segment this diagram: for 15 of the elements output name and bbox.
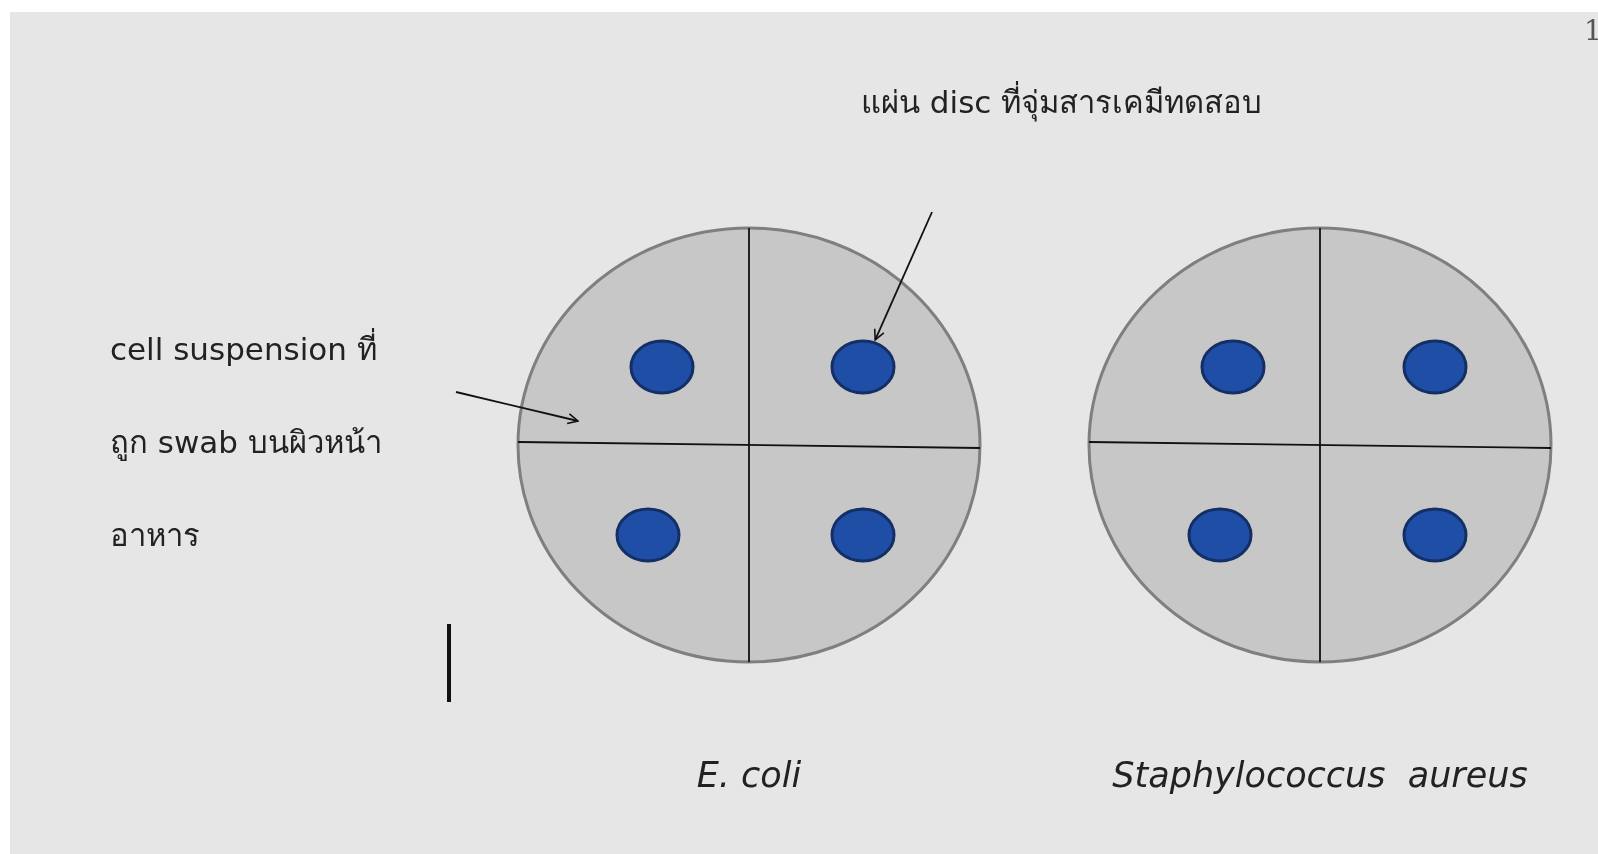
- test-disc: [629, 338, 696, 395]
- leader-arrow: [873, 211, 933, 341]
- test-disc: [1200, 338, 1267, 395]
- leader-arrow: [455, 391, 579, 425]
- test-disc: [1401, 338, 1468, 395]
- page-number: 1: [1584, 14, 1598, 47]
- species-label: Staphylococcus aureus: [1111, 755, 1529, 795]
- test-disc: [1401, 507, 1468, 564]
- test-disc: [830, 338, 897, 395]
- test-disc: [1186, 507, 1253, 564]
- species-label: E. coli: [695, 755, 803, 795]
- test-disc: [615, 507, 682, 564]
- test-disc: [830, 507, 897, 564]
- callout-text: แผ่น disc ที่จุ่มสารเคมีทดสอบ: [861, 78, 1421, 126]
- callout-text: cell suspension ที่ ถูก swab บนผิวหน้าอาหาร: [110, 303, 410, 582]
